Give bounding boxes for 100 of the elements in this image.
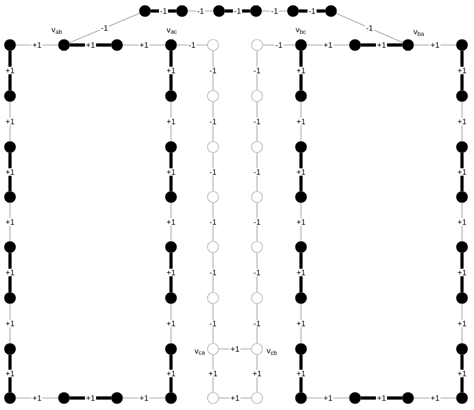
hollow-vertex (251, 292, 263, 304)
vertex-dot (4, 292, 16, 304)
graph-edge (212, 252, 214, 293)
hollow-vertex (207, 90, 219, 102)
vertex-dot (4, 191, 16, 203)
graph-edge (460, 252, 464, 292)
vertex-dot (456, 241, 468, 253)
vertex-dot (295, 90, 307, 102)
vertex-dot (349, 39, 361, 51)
graph-edge (261, 10, 288, 12)
graph-edge (256, 202, 258, 242)
graph-edge (8, 354, 12, 392)
graph-edge (262, 44, 296, 46)
graph-edge (460, 354, 464, 392)
graph-edge (169, 252, 173, 292)
hollow-vertex (251, 343, 263, 355)
vertex-dot (213, 5, 225, 17)
graph-edge (256, 50, 258, 91)
graph-edge (224, 9, 250, 13)
hollow-vertex (207, 39, 219, 51)
vertex-dot (165, 343, 177, 355)
graph-edge (212, 303, 214, 344)
hollow-vertex (207, 343, 219, 355)
graph-edge (169, 152, 173, 192)
hollow-vertex (251, 39, 263, 51)
graph-edge (8, 50, 12, 90)
vertex-dot (349, 392, 361, 404)
hollow-vertex (207, 241, 219, 253)
vertex-dot (165, 191, 177, 203)
graph-edge (300, 303, 302, 344)
vertex-dot (58, 392, 70, 404)
vertex-dot (295, 292, 307, 304)
vertex-dot (456, 191, 468, 203)
vertex-dot (4, 90, 16, 102)
vertex-dot (295, 343, 307, 355)
vertex-dot (295, 141, 307, 153)
hollow-vertex (251, 191, 263, 203)
graph-edge (460, 50, 464, 90)
vertex-dot (295, 191, 307, 203)
vertex-dot (165, 292, 177, 304)
vertex-dot (165, 141, 177, 153)
graph-edge (68, 12, 140, 44)
hollow-vertex (207, 191, 219, 203)
vertex-dot (4, 39, 16, 51)
vertex-dot (58, 39, 70, 51)
graph-edge (256, 354, 258, 393)
graph-edge (169, 354, 173, 392)
hollow-vertex (251, 90, 263, 102)
graph-edge (298, 9, 326, 13)
graph-edge (212, 50, 214, 91)
vertex-dot (402, 39, 414, 51)
graph-edge (176, 44, 208, 46)
hollow-vertex (251, 241, 263, 253)
vertex-dot (456, 39, 468, 51)
vertex-dot (250, 5, 262, 17)
graph-edge (300, 101, 302, 142)
vertex-dot (456, 292, 468, 304)
graph-edge (212, 202, 214, 242)
graph-edge (187, 10, 214, 12)
graph-edge (460, 152, 464, 192)
vertex-dot (325, 5, 337, 17)
vertex-dot (402, 392, 414, 404)
graph-edge (8, 152, 12, 192)
vertex-dot (165, 241, 177, 253)
graph-edge (8, 252, 12, 292)
graph-edge (212, 354, 214, 393)
graph-edge (70, 43, 112, 47)
vertex-dot (139, 5, 151, 17)
vertex-dot (287, 5, 299, 17)
vertex-dot (165, 90, 177, 102)
hollow-vertex (207, 141, 219, 153)
vertex-dot (295, 241, 307, 253)
graph-edge (170, 101, 172, 142)
vertex-dot (4, 392, 16, 404)
graph-edge (169, 50, 173, 90)
graph-edge (70, 396, 112, 400)
graph-edge (256, 101, 258, 142)
vertex-dot (295, 39, 307, 51)
hollow-vertex (251, 141, 263, 153)
vertex-dot (4, 241, 16, 253)
vertex-dot (4, 343, 16, 355)
vertex-dot (4, 141, 16, 153)
graph-edge (170, 303, 172, 344)
vertex-dot (456, 90, 468, 102)
graph-edge (256, 303, 258, 344)
graph-edge (299, 252, 303, 292)
graph-edge (336, 12, 404, 44)
vertex-dot (295, 392, 307, 404)
vertex-dot (176, 5, 188, 17)
graph-edge (299, 354, 303, 392)
vertex-dot (456, 343, 468, 355)
graph-edge (170, 202, 172, 242)
graph-edge (299, 152, 303, 192)
graph-edge (300, 202, 302, 242)
vertex-dot (456, 141, 468, 153)
graph-edge (150, 9, 176, 13)
hollow-vertex (207, 292, 219, 304)
vertex-dot (165, 39, 177, 51)
vertex-dot (111, 39, 123, 51)
graph-edge (360, 43, 402, 47)
